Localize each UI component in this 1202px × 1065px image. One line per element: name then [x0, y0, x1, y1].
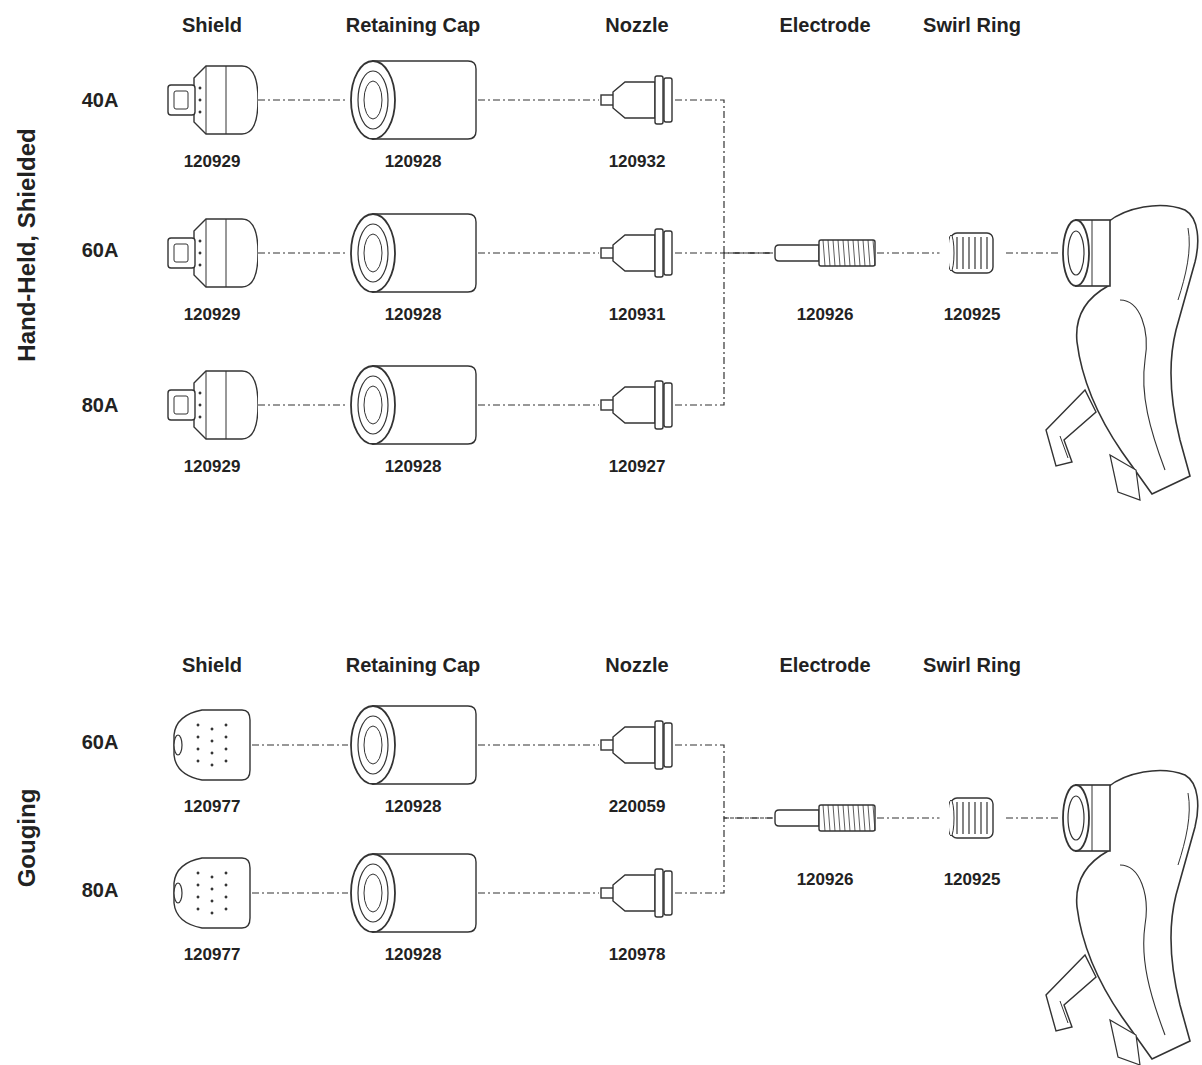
part-number: 120977 [184, 797, 241, 817]
connector-line [877, 817, 940, 818]
cap-drawing [348, 52, 478, 148]
connector-line [478, 252, 599, 253]
row-label: 60A [82, 731, 119, 754]
gshield-drawing [172, 697, 252, 793]
part-number: 120978 [609, 945, 666, 965]
nozzle-drawing [599, 845, 675, 941]
column-header: Electrode [779, 14, 870, 37]
column-header: Nozzle [605, 14, 668, 37]
gshield-drawing [172, 845, 252, 941]
part-number: 120925 [944, 305, 1001, 325]
part-item: 120926 [773, 205, 877, 325]
row-label: 60A [82, 239, 119, 262]
part-number: 120928 [385, 945, 442, 965]
part-item: 120932 [599, 52, 675, 172]
connector-line [258, 99, 348, 100]
part-item: 120928 [348, 205, 478, 325]
shield-drawing [166, 52, 258, 148]
cap-drawing [348, 845, 478, 941]
column-header: Retaining Cap [346, 654, 480, 677]
part-item: 120928 [348, 52, 478, 172]
connector-line [258, 404, 348, 405]
nozzle-drawing [599, 205, 675, 301]
part-number: 120928 [385, 797, 442, 817]
row-label: 40A [82, 89, 119, 112]
part-number: 120926 [797, 305, 854, 325]
column-header: Retaining Cap [346, 14, 480, 37]
cap-drawing [348, 205, 478, 301]
column-header: Shield [182, 654, 242, 677]
electrode-drawing [773, 770, 877, 866]
column-header: Nozzle [605, 654, 668, 677]
column-header: Swirl Ring [923, 14, 1021, 37]
connector-line [478, 404, 599, 405]
column-header: Shield [182, 14, 242, 37]
part-number: 120977 [184, 945, 241, 965]
connector-line [478, 99, 599, 100]
column-header: Swirl Ring [923, 654, 1021, 677]
part-item: 120928 [348, 845, 478, 965]
part-number: 220059 [609, 797, 666, 817]
part-item: 220059 [599, 697, 675, 817]
nozzle-drawing [599, 357, 675, 453]
part-item: 120929 [166, 357, 258, 477]
part-number: 120931 [609, 305, 666, 325]
part-item: 120929 [166, 52, 258, 172]
electrode-drawing [773, 205, 877, 301]
part-number: 120928 [385, 152, 442, 172]
part-number: 120929 [184, 305, 241, 325]
cap-drawing [348, 697, 478, 793]
part-number: 120929 [184, 457, 241, 477]
connector-line [675, 253, 773, 405]
nozzle-drawing [599, 52, 675, 148]
connector-line [252, 892, 348, 893]
connector-line [478, 892, 599, 893]
connector-line [675, 100, 773, 253]
swirl-drawing [949, 770, 995, 866]
shield-drawing [166, 205, 258, 301]
cap-drawing [348, 357, 478, 453]
section-label: Hand-Held, Shielded [13, 128, 41, 361]
nozzle-drawing [599, 697, 675, 793]
part-item: 120925 [940, 205, 1005, 325]
shield-drawing [166, 357, 258, 453]
row-label: 80A [82, 879, 119, 902]
connector-line [675, 818, 773, 893]
torch-drawing [1006, 206, 1198, 500]
connector-line [675, 745, 773, 818]
connector-line [258, 252, 348, 253]
part-number: 120925 [944, 870, 1001, 890]
part-number: 120928 [385, 305, 442, 325]
connector-line [877, 252, 940, 253]
connector-line [478, 744, 599, 745]
column-header: Electrode [779, 654, 870, 677]
part-number: 120927 [609, 457, 666, 477]
part-item: 120926 [773, 770, 877, 890]
part-item: 120927 [599, 357, 675, 477]
part-item: 120977 [172, 697, 252, 817]
part-item: 120925 [940, 770, 1005, 890]
part-item: 120929 [166, 205, 258, 325]
torch-drawing [1006, 771, 1198, 1065]
part-number: 120926 [797, 870, 854, 890]
row-label: 80A [82, 394, 119, 417]
part-item: 120928 [348, 357, 478, 477]
part-number: 120932 [609, 152, 666, 172]
swirl-drawing [949, 205, 995, 301]
part-number: 120928 [385, 457, 442, 477]
part-number: 120929 [184, 152, 241, 172]
connector-line [252, 744, 348, 745]
part-item: 120977 [172, 845, 252, 965]
section-label: Gouging [13, 789, 41, 888]
part-item: 120931 [599, 205, 675, 325]
part-item: 120928 [348, 697, 478, 817]
part-item: 120978 [599, 845, 675, 965]
